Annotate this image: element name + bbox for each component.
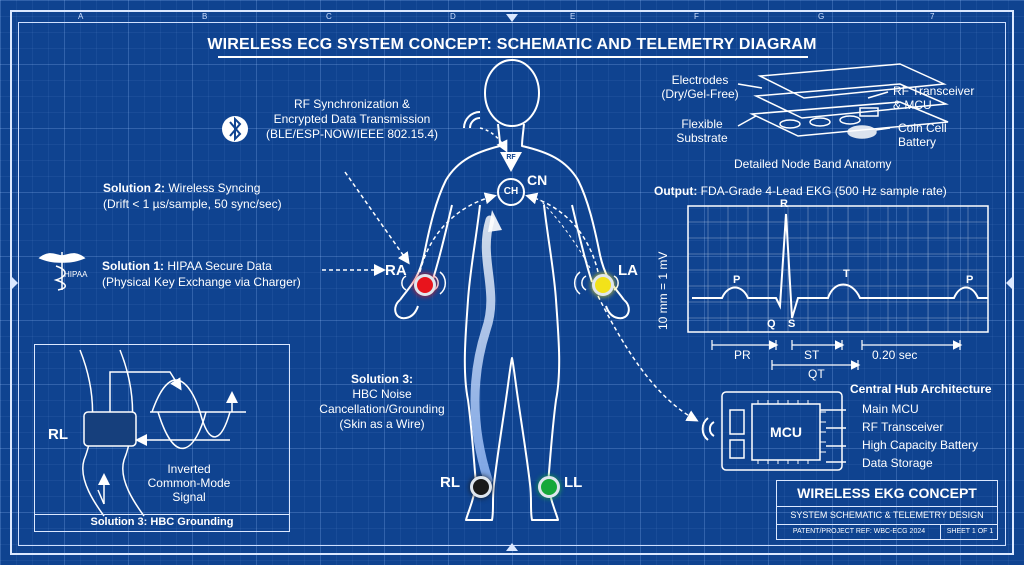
- rf-sync-label: RF Synchronization & Encrypted Data Tran…: [252, 97, 452, 142]
- substrate-line: Flexible: [681, 117, 723, 131]
- rf-sync-line: (BLE/ESP-NOW/IEEE 802.15.4): [265, 127, 439, 141]
- electrodes-line: Electrodes: [671, 73, 729, 87]
- substrate-label: Flexible Substrate: [666, 117, 738, 145]
- hub-chip-label: MCU: [770, 424, 802, 440]
- grid-letter: A: [78, 12, 84, 21]
- output-title: Output:: [654, 184, 698, 198]
- ekg-s-label: S: [788, 318, 796, 330]
- hub-item: High Capacity Battery: [862, 438, 979, 452]
- inset-footer: Solution 3: HBC Grounding: [90, 516, 234, 528]
- grid-letter: G: [818, 12, 825, 21]
- hub-title: Central Hub Architecture: [850, 382, 992, 396]
- solution1-title: Solution 1:: [102, 259, 164, 273]
- ekg-t-label: T: [843, 268, 850, 280]
- time-scale-label: 0.20 sec: [872, 348, 918, 362]
- ekg-p-label: P: [733, 274, 741, 286]
- qt-interval-label: QT: [808, 367, 825, 381]
- hub-item: Main MCU: [862, 402, 919, 416]
- grid-letter: 7: [930, 12, 935, 21]
- rf-mcu-line: & MCU: [893, 98, 932, 112]
- rf-mcu-line: RF Transceiver: [893, 84, 975, 98]
- title-block-sheet: SHEET 1 OF 1: [946, 528, 994, 535]
- title-block-title: WIRELESS EKG CONCEPT: [797, 485, 977, 501]
- hub-board: [721, 391, 846, 471]
- grid-letter: B: [202, 12, 208, 21]
- common-mode-signal-label: Inverted Common-Mode Signal: [134, 462, 244, 504]
- rf-pin-label: RF: [506, 154, 516, 161]
- solution1-label: Solution 1: HIPAA Secure Data (Physical …: [102, 258, 301, 290]
- signal-line: Signal: [172, 490, 206, 504]
- ekg-q-label: Q: [767, 318, 776, 330]
- title-block-ref: PATENT/PROJECT REF: WBC-ECG 2024: [792, 528, 926, 535]
- grid-letter: E: [570, 12, 576, 21]
- ra-label: RA: [385, 262, 407, 279]
- solution2-text: Wireless Syncing: [168, 181, 261, 195]
- diagram-title: WIRELESS ECG SYSTEM CONCEPT: SCHEMATIC A…: [207, 36, 817, 53]
- grid-letter: C: [326, 12, 332, 21]
- rf-mcu-label: RF Transceiver & MCU: [893, 84, 974, 112]
- hub-item: RF Transceiver: [862, 420, 944, 434]
- ekg-r-label: R: [780, 198, 788, 210]
- output-label: Output: FDA-Grade 4-Lead EKG (500 Hz sam…: [654, 184, 947, 198]
- solution3-label: Solution 3: HBC Noise Cancellation/Groun…: [318, 372, 446, 432]
- grid-letter: F: [694, 12, 699, 21]
- caduceus-icon: [38, 252, 86, 291]
- solution2-detail: (Drift < 1 µs/sample, 50 sync/sec): [103, 197, 282, 211]
- bluetooth-icon: [222, 116, 248, 142]
- solution3-line: (Skin as a Wire): [339, 417, 425, 431]
- title-block-divider: [940, 524, 941, 540]
- inset-footer-box: [34, 514, 290, 532]
- solution3-line: Cancellation/Grounding: [319, 402, 445, 416]
- hipaa-label: HIPAA: [64, 270, 88, 279]
- grid-letter: D: [450, 12, 456, 21]
- electrodes-label: Electrodes (Dry/Gel-Free): [658, 73, 742, 101]
- coin-cell-line: Battery: [898, 135, 937, 149]
- title-block: [776, 480, 998, 540]
- solution2-label: Solution 2: Wireless Syncing (Drift < 1 …: [103, 180, 282, 212]
- ll-label: LL: [564, 474, 583, 491]
- solution1-detail: (Physical Key Exchange via Charger): [102, 275, 301, 289]
- la-label: LA: [618, 262, 638, 279]
- coin-cell-line: Coin Cell: [898, 121, 947, 135]
- electrode-node-ll: [538, 476, 560, 498]
- ekg-chart: [687, 205, 989, 370]
- signal-line: Common-Mode: [147, 476, 231, 490]
- title-underline: [218, 56, 808, 58]
- node-band-exploded: [737, 63, 949, 139]
- electrode-node-rl: [470, 476, 492, 498]
- electrode-node-la: [592, 274, 614, 296]
- output-text: FDA-Grade 4-Lead EKG (500 Hz sample rate…: [700, 184, 947, 198]
- solution3-title: Solution 3:: [351, 372, 413, 386]
- hub-item: Data Storage: [862, 456, 933, 470]
- ekg-p2-label: P: [966, 274, 974, 286]
- rf-sync-line: Encrypted Data Transmission: [273, 112, 431, 126]
- rl-label: RL: [440, 474, 460, 491]
- ch-label: CH: [503, 186, 519, 197]
- solution1-text: HIPAA Secure Data: [167, 259, 272, 273]
- signal-line: Inverted: [167, 462, 211, 476]
- hbc-inset-drawing: [79, 349, 246, 517]
- inset-rl-label: RL: [48, 426, 68, 443]
- ekg-ylabel: 10 mm = 1 mV: [656, 251, 670, 330]
- title-block-divider: [776, 524, 998, 525]
- title-block-subtitle: SYSTEM SCHEMATIC & TELEMETRY DESIGN: [790, 510, 984, 520]
- electrode-node-ra: [414, 274, 436, 296]
- coin-cell-label: Coin Cell Battery: [898, 121, 947, 149]
- substrate-line: Substrate: [676, 131, 728, 145]
- outer-frame: [10, 10, 1014, 555]
- electrodes-line: (Dry/Gel-Free): [661, 87, 739, 101]
- title-block-divider: [776, 506, 998, 507]
- node-anatomy-caption: Detailed Node Band Anatomy: [734, 157, 892, 171]
- cn-label: CN: [527, 172, 548, 188]
- pr-interval-label: PR: [734, 348, 751, 362]
- solution2-title: Solution 2:: [103, 181, 165, 195]
- st-interval-label: ST: [804, 348, 820, 362]
- solution3-line: HBC Noise: [352, 387, 412, 401]
- rf-sync-line: RF Synchronization &: [293, 97, 411, 111]
